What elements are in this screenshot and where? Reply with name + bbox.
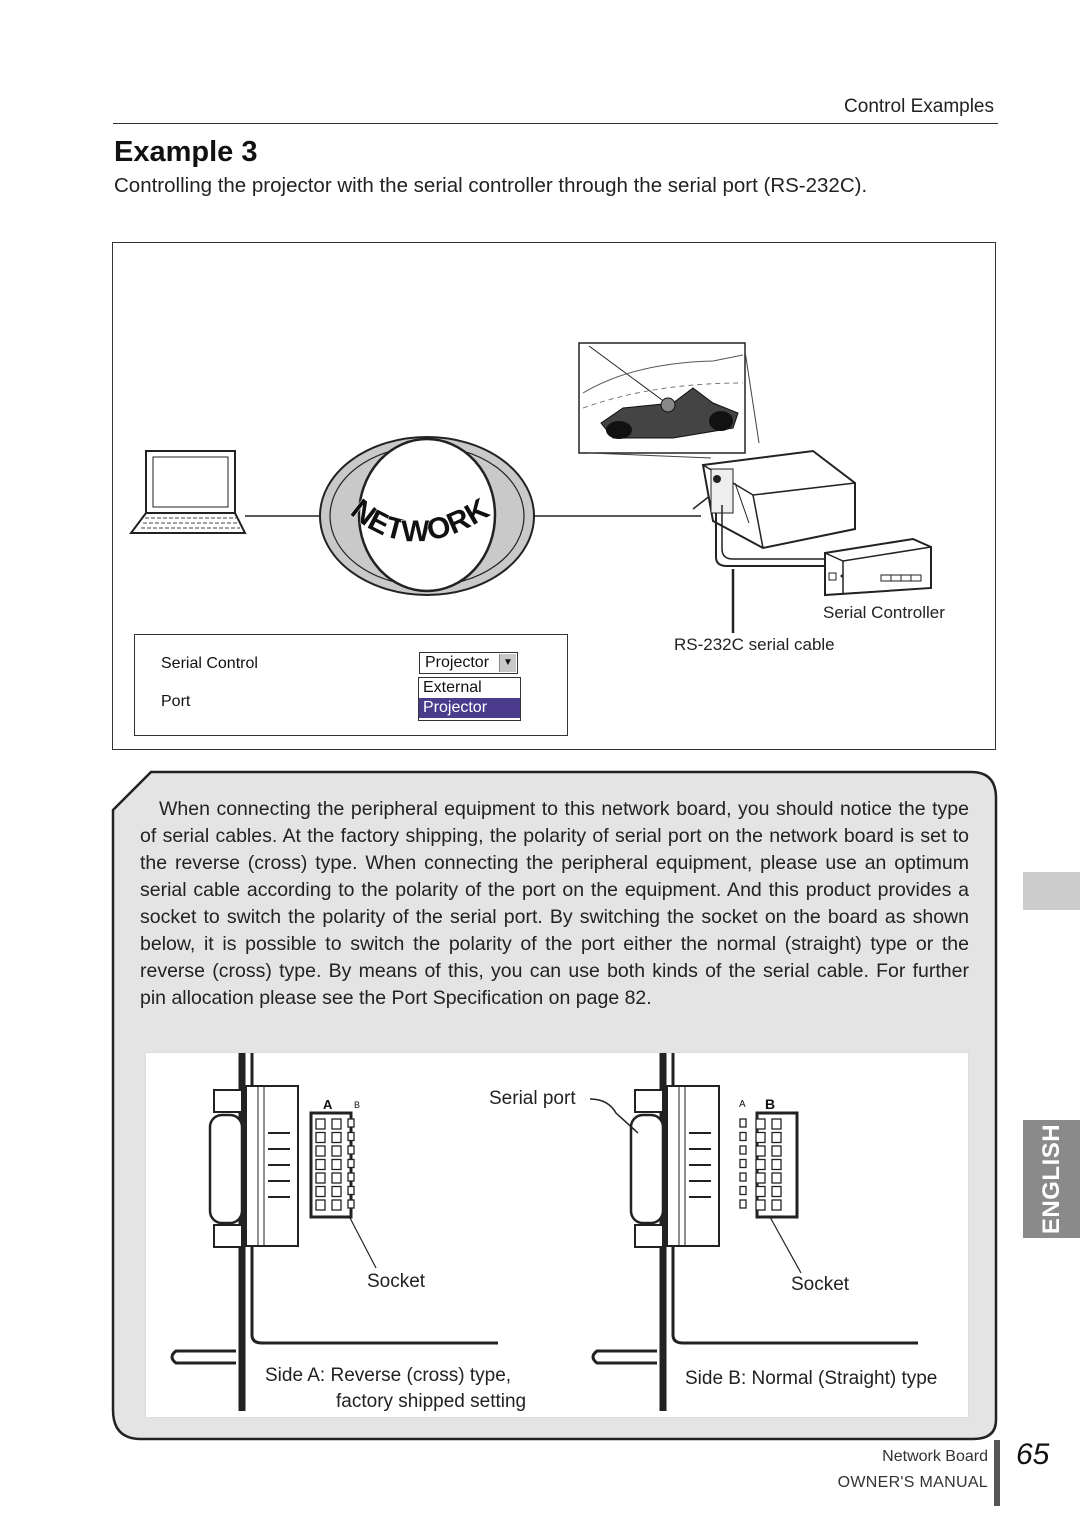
port-option-external[interactable]: External: [423, 679, 482, 696]
socket-pin: [739, 1145, 747, 1155]
socket-pin: [331, 1172, 342, 1184]
footer-manual: OWNER'S MANUAL: [837, 1474, 988, 1491]
side-b-socket-label: Socket: [791, 1274, 850, 1295]
socket-pin: [771, 1145, 782, 1157]
side-b-label-a: A: [739, 1099, 746, 1110]
note-text: When connecting the peripheral equipment…: [140, 798, 969, 1009]
socket-pin: [739, 1118, 747, 1128]
socket-pin: [347, 1199, 355, 1209]
socket-pin: [755, 1131, 766, 1144]
side-b-caption: Side B: Normal (Straight) type: [685, 1368, 938, 1389]
socket-pin: [755, 1185, 766, 1198]
section-tab-marker: [1023, 872, 1080, 910]
socket-pin: [739, 1172, 747, 1182]
socket-pin: [331, 1199, 342, 1211]
socket-pin: [315, 1131, 326, 1144]
serial-port-label: Serial port: [489, 1088, 576, 1109]
socket-pin: [331, 1158, 342, 1171]
example-subtitle: Controlling the projector with the seria…: [114, 174, 868, 197]
side-a-board: [170, 1053, 498, 1411]
laptop-illustration: [129, 450, 247, 534]
serial-controller-illustration: [824, 537, 932, 597]
socket-pin: [315, 1185, 326, 1198]
section-header: Control Examples: [844, 96, 994, 117]
socket-pin: [739, 1185, 747, 1196]
socket-pin: [771, 1158, 782, 1171]
socket-pin: [315, 1158, 326, 1171]
socket-pin: [755, 1118, 766, 1130]
serial-controller-label: Serial Controller: [823, 603, 945, 622]
socket-pin: [755, 1145, 766, 1157]
footer-product: Network Board: [882, 1448, 988, 1465]
socket-pin: [331, 1185, 342, 1198]
footer-bar: [994, 1440, 1000, 1506]
port-option-projector[interactable]: Projector: [419, 698, 520, 718]
port-label: Port: [161, 693, 191, 710]
rs232c-cable-label: RS-232C serial cable: [674, 635, 835, 654]
projector-illustration: [701, 449, 856, 550]
socket-pin: [347, 1131, 355, 1142]
header-rule: [113, 123, 998, 124]
socket-pin: [739, 1199, 747, 1209]
side-a-label-b: B: [354, 1100, 361, 1110]
port-select-value: Projector: [425, 654, 490, 671]
socket-pin: [331, 1131, 342, 1144]
socket-pin: [755, 1199, 766, 1211]
language-tab-label: ENGLISH: [1037, 1123, 1065, 1235]
socket-pin: [739, 1131, 747, 1142]
side-b-label-b: B: [765, 1096, 776, 1112]
side-a-socket-label: Socket: [367, 1271, 426, 1292]
socket-pin: [347, 1185, 355, 1196]
diagram-illustration: NETWORK: [129, 342, 932, 633]
example-title: Example 3: [114, 136, 258, 168]
port-select[interactable]: Projector ▼: [419, 652, 518, 674]
serial-control-label: Serial Control: [161, 655, 258, 672]
port-options-list: External Projector: [418, 677, 521, 721]
side-b-board: [591, 1053, 918, 1411]
socket-pin: [347, 1158, 355, 1169]
side-a-caption: Side A: Reverse (cross) type,: [265, 1365, 512, 1386]
side-a-caption-setting: factory shipped setting: [336, 1391, 527, 1412]
socket-pin: [331, 1145, 342, 1157]
socket-pin: [771, 1185, 782, 1198]
socket-pin: [315, 1145, 326, 1157]
serial-control-settings-panel: Serial Control Port Projector ▼ External…: [134, 634, 568, 736]
socket-pin: [347, 1172, 355, 1182]
socket-pin: [771, 1199, 782, 1211]
socket-pin: [331, 1118, 342, 1130]
socket-pin: [315, 1118, 326, 1130]
network-logo: NETWORK: [319, 436, 535, 596]
socket-pin: [755, 1172, 766, 1184]
socket-pin: [315, 1172, 326, 1184]
chevron-down-icon[interactable]: ▼: [499, 654, 516, 672]
side-a-label-a: A: [323, 1097, 333, 1112]
language-tab: ENGLISH: [1023, 1120, 1080, 1238]
page-number: 65: [1016, 1438, 1050, 1471]
socket-pin: [771, 1131, 782, 1144]
socket-pin: [771, 1118, 782, 1130]
connection-diagram: NETWORK Serial Controller RS-232C ser: [112, 242, 996, 750]
socket-pin: [347, 1145, 355, 1155]
socket-pin: [755, 1158, 766, 1171]
socket-diagram: [170, 1053, 918, 1411]
socket-diagram-panel: A B A B Serial port Socket Socket Side A…: [145, 1052, 969, 1418]
socket-pin: [315, 1199, 326, 1211]
socket-pin: [771, 1172, 782, 1184]
socket-pin: [347, 1118, 355, 1128]
projection-screen-image: [578, 342, 760, 459]
socket-pin: [739, 1158, 747, 1169]
